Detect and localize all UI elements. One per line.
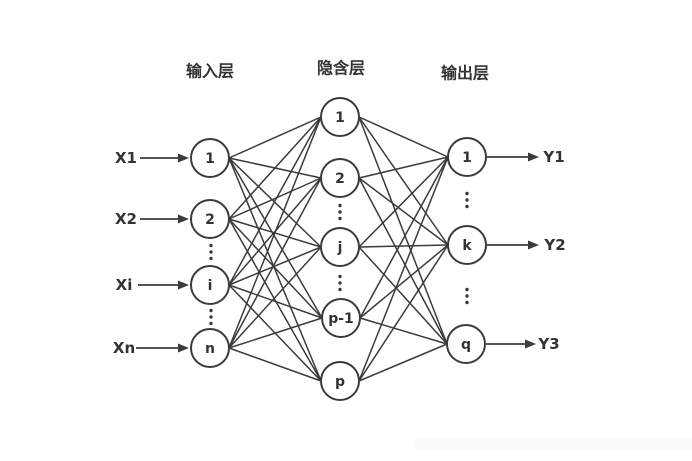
edge-hidden1-output1 xyxy=(358,116,449,158)
edge-hidden1-outputk xyxy=(358,116,449,246)
hidden-node-p-1 xyxy=(321,298,361,338)
edge-inputi-hiddenj xyxy=(228,246,322,286)
edge-inputi-hiddenp-1 xyxy=(228,284,323,319)
edge-hidden2-output1 xyxy=(358,156,449,179)
ellipsis-dots-input-0 xyxy=(209,250,213,254)
input-arrowhead-Xn xyxy=(178,343,189,353)
input-node-1 xyxy=(190,138,230,178)
output-label-Y1: Y1 xyxy=(542,148,564,166)
input-node-2 xyxy=(190,199,230,239)
edge-input2-hidden2 xyxy=(228,177,322,220)
edge-hiddenj-outputk xyxy=(358,244,449,248)
output-node-label-q: q xyxy=(461,337,471,353)
input-node-i xyxy=(190,265,230,305)
watermark-strip xyxy=(413,437,692,451)
ellipsis-dots-input-1 xyxy=(209,308,213,313)
input-arrowhead-X2 xyxy=(178,214,189,224)
ellipsis-dots-hidden-2 xyxy=(338,203,342,208)
hidden-node-label-1: 1 xyxy=(335,110,345,126)
hidden-node-label-2: 2 xyxy=(335,171,345,187)
ellipsis-dots-output-5 xyxy=(465,300,469,305)
edge-hiddenp-outputk xyxy=(358,244,449,382)
output-node-label-1: 1 xyxy=(462,150,472,166)
hidden-node-j xyxy=(320,227,360,267)
edge-hidden2-outputk xyxy=(358,177,449,246)
edge-hiddenp-1-outputk xyxy=(359,244,449,319)
input-node-label-2: 2 xyxy=(205,212,215,228)
edge-hiddenj-outputq xyxy=(358,246,448,345)
input-arrowhead-X1 xyxy=(178,153,189,163)
input-node-n xyxy=(190,328,230,368)
output-label-Y3: Y3 xyxy=(537,335,559,353)
output-arrowhead-Y3 xyxy=(525,339,536,349)
edge-inputn-hiddenp-1 xyxy=(228,317,323,349)
ellipsis-dots-output-4 xyxy=(465,198,469,202)
output-node-k xyxy=(447,225,487,265)
input-label-X2: X2 xyxy=(115,210,137,228)
hidden-node-1 xyxy=(320,97,360,137)
ellipsis-dots-output-5 xyxy=(465,287,469,292)
edge-input2-hidden1 xyxy=(228,116,322,220)
ellipsis-dots-hidden-3 xyxy=(338,281,342,285)
layer-header-hidden: 隐含层 xyxy=(317,59,365,78)
edge-hiddenp-outputq xyxy=(358,343,448,382)
input-label-Xn: Xn xyxy=(113,339,135,357)
input-arrowhead-Xi xyxy=(178,280,189,290)
hidden-node-label-p-1: p-1 xyxy=(328,311,354,327)
hidden-node-p xyxy=(320,361,360,401)
edge-input1-hidden1 xyxy=(228,116,322,159)
input-label-X1: X1 xyxy=(115,149,137,167)
input-label-Xi: Xi xyxy=(116,276,133,294)
ellipsis-dots-output-5 xyxy=(465,294,469,298)
edge-input1-hiddenp-1 xyxy=(228,157,323,319)
ellipsis-dots-hidden-3 xyxy=(338,274,342,279)
output-node-q xyxy=(446,324,486,364)
ellipsis-dots-input-1 xyxy=(209,321,213,326)
hidden-node-label-j: j xyxy=(337,240,343,256)
ellipsis-dots-output-4 xyxy=(465,204,469,209)
edge-hiddenp-1-outputq xyxy=(359,317,448,345)
ellipsis-dots-input-0 xyxy=(209,256,213,261)
output-node-1 xyxy=(447,137,487,177)
layer-header-input: 输入层 xyxy=(186,62,234,81)
edge-input2-hiddenp xyxy=(228,218,322,382)
input-node-label-1: 1 xyxy=(205,151,215,167)
input-node-label-i: i xyxy=(208,278,213,294)
edge-inputn-hidden2 xyxy=(228,177,322,349)
edge-hiddenp-output1 xyxy=(358,156,449,382)
edge-input1-hiddenp xyxy=(228,157,322,382)
edge-inputi-hidden1 xyxy=(228,116,322,286)
ellipsis-dots-hidden-3 xyxy=(338,287,342,292)
ellipsis-dots-output-4 xyxy=(465,191,469,196)
output-node-label-k: k xyxy=(462,238,472,254)
hidden-node-label-p: p xyxy=(335,374,345,390)
ellipsis-dots-input-0 xyxy=(209,243,213,248)
ellipsis-dots-hidden-2 xyxy=(338,216,342,221)
edge-input2-hiddenp-1 xyxy=(228,218,323,319)
layer-header-output: 输出层 xyxy=(441,64,489,83)
edge-hiddenp-1-output1 xyxy=(359,156,449,319)
edge-hiddenj-output1 xyxy=(358,156,449,248)
output-label-Y2: Y2 xyxy=(543,236,565,254)
input-node-label-n: n xyxy=(205,341,215,357)
edge-hidden2-outputq xyxy=(358,177,448,345)
output-arrowhead-Y2 xyxy=(528,240,539,250)
output-arrowhead-Y1 xyxy=(528,152,539,162)
ellipsis-dots-input-1 xyxy=(209,315,213,319)
edge-hidden1-outputq xyxy=(358,116,448,345)
edge-inputn-hidden1 xyxy=(228,116,322,349)
edge-inputn-hiddenj xyxy=(228,246,322,349)
ellipsis-dots-hidden-2 xyxy=(338,210,342,214)
hidden-node-2 xyxy=(320,158,360,198)
edge-inputn-hiddenp xyxy=(228,347,322,382)
